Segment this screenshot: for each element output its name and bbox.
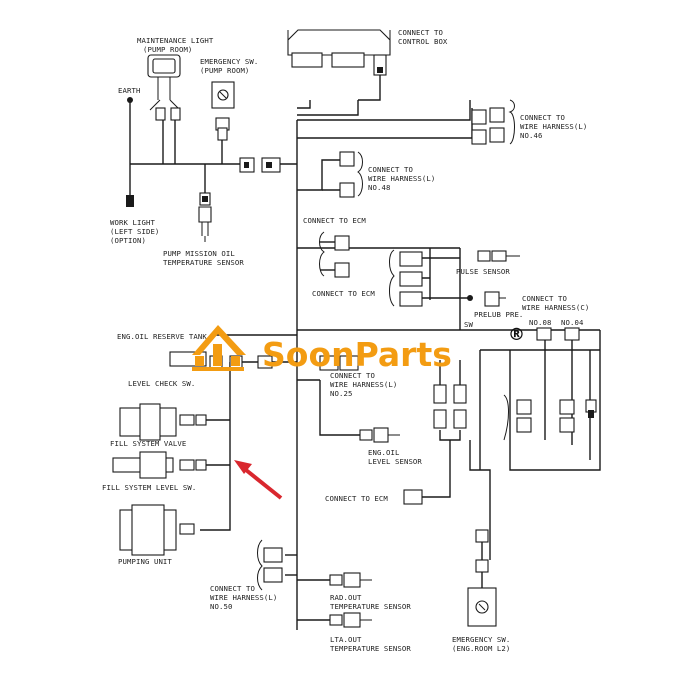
wh-l-50-label: CONNECT TO xyxy=(210,584,255,593)
rad-out-sublabel: TEMPERATURE SENSOR xyxy=(330,602,411,611)
wh-l-25-label: CONNECT TO xyxy=(330,371,375,380)
lta-out-label: LTA.OUT xyxy=(330,635,362,644)
no04-label: NO.04 xyxy=(561,318,584,327)
eng-oil-reserve-label: ENG.OIL RESERVE TANK xyxy=(117,332,207,341)
pump-mission-sublabel: TEMPERATURE SENSOR xyxy=(163,258,244,267)
control-box-sublabel: CONTROL BOX xyxy=(398,37,448,46)
fill-level-label: FILL SYSTEM LEVEL SW. xyxy=(102,483,196,492)
eng-oil-level-label: ENG.OIL xyxy=(368,448,400,457)
pump-mission-label: PUMP MISSION OIL xyxy=(163,249,235,258)
watermark-registered: ® xyxy=(508,325,525,345)
earth-symbol xyxy=(127,97,133,103)
wh-l-48-number: NO.48 xyxy=(368,183,390,192)
no08-label: NO.08 xyxy=(529,318,551,327)
watermark-logo-icon xyxy=(192,325,246,371)
wh-l-48-sublabel: WIRE HARNESS(L) xyxy=(368,174,435,183)
prelub-sublabel: SW xyxy=(464,320,473,329)
pumping-unit-label: PUMPING UNIT xyxy=(118,557,172,566)
connect-ecm-1-label: CONNECT TO ECM xyxy=(303,216,366,225)
maintenance-light-label: MAINTENANCE LIGHT xyxy=(137,36,214,45)
wh-l-46-sublabel: WIRE HARNESS(L) xyxy=(520,122,587,131)
watermark: SoonParts ® xyxy=(192,325,525,374)
work-light-label: WORK LIGHT xyxy=(110,218,155,227)
work-light-option: (OPTION) xyxy=(110,236,146,245)
emergency-sw-eng-label: EMERGENCY SW. xyxy=(452,635,510,644)
wh-l-50-number: NO.50 xyxy=(210,602,232,611)
pulse-sensor-label: PULSE SENSOR xyxy=(456,267,510,276)
prelub-label: PRELUB PRE. xyxy=(474,310,523,319)
control-box-label: CONNECT TO xyxy=(398,28,443,37)
wh-c-label: CONNECT TO xyxy=(522,294,567,303)
wh-l-48-label: CONNECT TO xyxy=(368,165,413,174)
red-pointer-arrow xyxy=(234,460,283,500)
wh-l-46-number: NO.46 xyxy=(520,131,542,140)
connect-ecm-2-label: CONNECT TO ECM xyxy=(312,289,375,298)
emergency-sw-pump-label: EMERGENCY SW. xyxy=(200,57,258,66)
emergency-sw-eng-sublabel: (ENG.ROOM L2) xyxy=(452,644,510,653)
maintenance-light-sublabel: (PUMP ROOM) xyxy=(143,45,192,54)
rad-out-label: RAD.OUT xyxy=(330,593,362,602)
wh-l-50-sublabel: WIRE HARNESS(L) xyxy=(210,593,277,602)
wh-l-46-label: CONNECT TO xyxy=(520,113,565,122)
connect-ecm-3-label: CONNECT TO ECM xyxy=(325,494,388,503)
eng-oil-level-sublabel: LEVEL SENSOR xyxy=(368,457,422,466)
control-box-outline xyxy=(287,29,391,56)
labels: MAINTENANCE LIGHT (PUMP ROOM) EMERGENCY … xyxy=(102,28,589,653)
work-light-sublabel: (LEFT SIDE) xyxy=(110,227,159,236)
brackets xyxy=(257,30,515,591)
watermark-text: SoonParts xyxy=(262,335,452,374)
wh-l-25-sublabel: WIRE HARNESS(L) xyxy=(330,380,397,389)
fill-valve-label: FILL SYSTEM VALVE xyxy=(110,439,186,448)
earth-label: EARTH xyxy=(118,86,140,95)
connectors xyxy=(112,29,597,628)
emergency-sw-pump-sublabel: (PUMP ROOM) xyxy=(200,66,249,75)
lta-out-sublabel: TEMPERATURE SENSOR xyxy=(330,644,411,653)
wh-l-25-number: NO.25 xyxy=(330,389,352,398)
wh-c-sublabel: WIRE HARNESS(C) xyxy=(522,303,589,312)
level-check-label: LEVEL CHECK SW. xyxy=(128,379,195,388)
